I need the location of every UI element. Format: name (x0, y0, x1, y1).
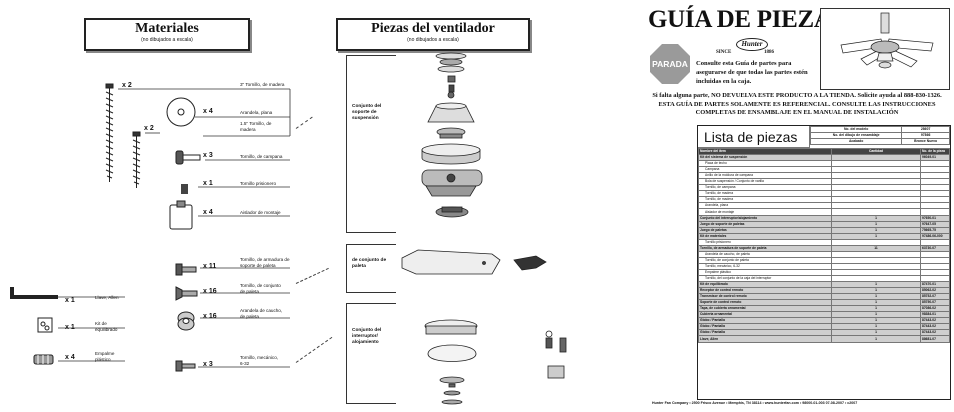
qty-blade-bracket-screw: x 11 (203, 263, 217, 270)
hunter-brand: Hunter (736, 38, 768, 51)
label-set-screw: Tornillo prisionero (240, 181, 277, 186)
label-blade-bracket-screw: Tornillo, de armadura de soporte de pale… (240, 257, 290, 268)
qty-wire-connector: x 4 (65, 354, 75, 361)
canopy-icon (427, 102, 475, 123)
remote-holder-icon (547, 365, 565, 379)
hunter-logo: Hunter SINCE 1886 (716, 38, 778, 58)
piezas-title: Piezas del ventilador (371, 21, 495, 36)
allen-wrench-icon (10, 287, 58, 299)
set-screw-icon (181, 184, 188, 194)
cell-qty: 1 (831, 335, 921, 343)
group-switch-label: Conjunto del interruptor/ alojamiento (352, 328, 382, 345)
group-bracket-blade-bottom (346, 292, 396, 293)
blade-assembly-screw-icon (175, 286, 198, 301)
finish-label: Acabado (809, 138, 903, 145)
label-flat-washer: Arandela, plana (240, 110, 273, 115)
ceiling-fan-icon (840, 12, 934, 69)
label-rubber-washer: Arandela de caucho, de paleta (240, 308, 283, 319)
remote-transmitter-icon (559, 337, 567, 353)
group-bracket-hanger-top (346, 55, 396, 56)
guia-title: GUÍA DE PIEZAS (648, 6, 846, 33)
qty-blade-assembly-screw: x 16 (203, 288, 217, 295)
materiales-subtitle: (no dibujados a escala) (141, 37, 193, 43)
ceiling-plate-icon (435, 52, 467, 73)
stop-sign-icon: PARADA (650, 44, 690, 84)
label-mounting-isolator: Aislador de montaje (240, 210, 281, 215)
rubber-washer-icon (177, 311, 195, 331)
remote-receiver-icon (545, 330, 553, 349)
qty-canopy-screw: x 3 (203, 152, 213, 159)
hardware-drawings (10, 83, 291, 372)
piezas-header: Piezas del ventilador (no dibujados a es… (336, 18, 530, 51)
motor-housing-icon (421, 143, 481, 165)
switch-cup-icon (435, 206, 469, 218)
qty-wood-screw-1-5in: x 2 (144, 125, 154, 132)
qty-allen-wrench: x 1 (65, 297, 75, 304)
glass-shade-icon (427, 344, 477, 362)
qty-set-screw: x 1 (203, 180, 213, 187)
label-allen-wrench: Llave, Allen (95, 295, 119, 300)
blade-iron-icon (513, 255, 547, 271)
label-wire-connector: Empalme plástico (95, 351, 115, 362)
qty-flat-washer: x 4 (203, 108, 213, 115)
group-bracket-hanger-bottom (346, 232, 396, 233)
group-hanger-label: Conjunto del soporte de suspensión (352, 104, 382, 121)
blade-icon (401, 249, 501, 275)
piezas-subtitle: (no dibujados a escala) (407, 37, 459, 43)
fan-photo (820, 8, 950, 90)
qty-rubber-washer: x 16 (203, 313, 217, 320)
finish-value: Bronce Nuevo (901, 138, 950, 145)
cell-name: Llave, Allen (698, 335, 832, 343)
consult-text: Consulte esta Guía de partes para asegur… (696, 60, 808, 85)
qty-mounting-isolator: x 4 (203, 209, 213, 216)
materiales-header: Materiales (no dibujados a escala) (84, 18, 250, 51)
hunter-since: SINCE (716, 50, 732, 55)
canopy-trim-icon (436, 127, 466, 139)
group-blade-label: de conjunto de paleta (352, 258, 387, 269)
materiales-title: Materiales (135, 21, 199, 36)
group-bracket-blade (346, 244, 347, 292)
wire-connector-icon (33, 354, 54, 365)
qty-machine-screw: x 3 (203, 361, 213, 368)
wood-screw-1-5in-icon (132, 131, 141, 188)
fan-parts-drawings (401, 52, 567, 405)
warning-text: Si falta alguna parte, NO DEVUELVA ESTE … (652, 92, 942, 117)
canopy-screw-icon (175, 150, 201, 165)
label-machine-screw: Tornillo, mecánico, 6-32 (240, 355, 279, 366)
group-bracket-switch-top (346, 303, 396, 304)
label-wood-screw-1-5in: 1.5" Tornillo, de madera (240, 121, 272, 132)
balancing-kit-icon (37, 317, 53, 333)
cell-part: 88681-07 (920, 335, 950, 343)
group-bracket-blade-top (346, 244, 396, 245)
downrod-icon (447, 75, 456, 99)
group-bracket-switch (346, 303, 347, 403)
hunter-year: 1886 (764, 50, 774, 55)
qty-wood-screw-3in: x 2 (122, 82, 132, 89)
footer: Hunter Fan Company • 2500 Frisco Avenue … (652, 401, 858, 405)
finial-icon (439, 376, 465, 405)
group-bracket-hanger (346, 55, 347, 232)
label-balancing-kit: Kit de equilibrado (95, 321, 118, 332)
machine-screw-icon (175, 360, 196, 372)
qty-balancing-kit: x 1 (65, 324, 75, 331)
flat-washer-icon (166, 97, 196, 127)
parts-table: Nombre del ítem Cantidad No. de la pieza… (698, 147, 950, 343)
label-canopy-screw: Tornillo, de campana (240, 154, 283, 159)
label-blade-assembly-screw: Tornillo, de conjunto de paleta (240, 283, 281, 294)
mounting-isolator-icon (169, 200, 193, 230)
parts-list-title: Lista de piezas (704, 128, 798, 145)
motor-icon (421, 169, 483, 197)
wood-screw-3in-icon (105, 83, 114, 182)
group-bracket-switch-bottom (346, 403, 396, 404)
switch-housing-icon (424, 319, 478, 335)
label-wood-screw-3in: 3" Tornillo, de madera (240, 82, 285, 87)
blade-bracket-screw-icon (175, 263, 197, 276)
